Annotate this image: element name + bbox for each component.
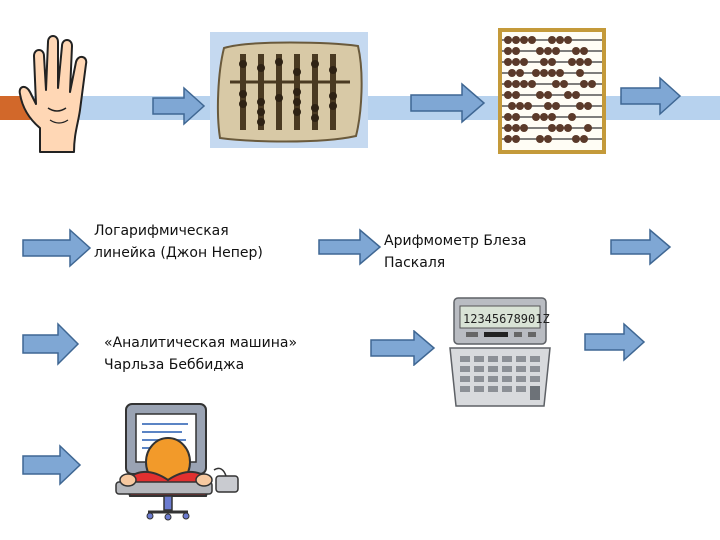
hand-icon — [18, 32, 98, 160]
calculator-icon: 12345678901Z — [448, 296, 552, 408]
caption-analytical-engine: «Аналитическая машина» Чарльза Беббиджа — [104, 335, 298, 373]
arrow-icon — [152, 86, 206, 126]
abacus-icon — [496, 26, 608, 156]
calculator-display: 12345678901Z — [463, 312, 550, 326]
arrow-icon — [22, 228, 92, 268]
ancient-abacus-icon — [210, 32, 368, 148]
caption-pascal-calculator: Арифмометр Блеза Паскаля — [384, 233, 527, 271]
arrow-icon — [22, 322, 80, 366]
arrow-icon — [410, 82, 486, 124]
arrow-icon — [620, 76, 682, 116]
arrow-icon — [584, 322, 646, 362]
arrow-icon — [610, 228, 672, 266]
caption-slide-rule: Логарифмическая линейка (Джон Непер) — [94, 223, 263, 261]
arrow-icon — [318, 228, 382, 266]
arrow-icon — [22, 444, 82, 486]
arrow-icon — [370, 330, 436, 366]
computer-user-icon — [110, 400, 250, 522]
